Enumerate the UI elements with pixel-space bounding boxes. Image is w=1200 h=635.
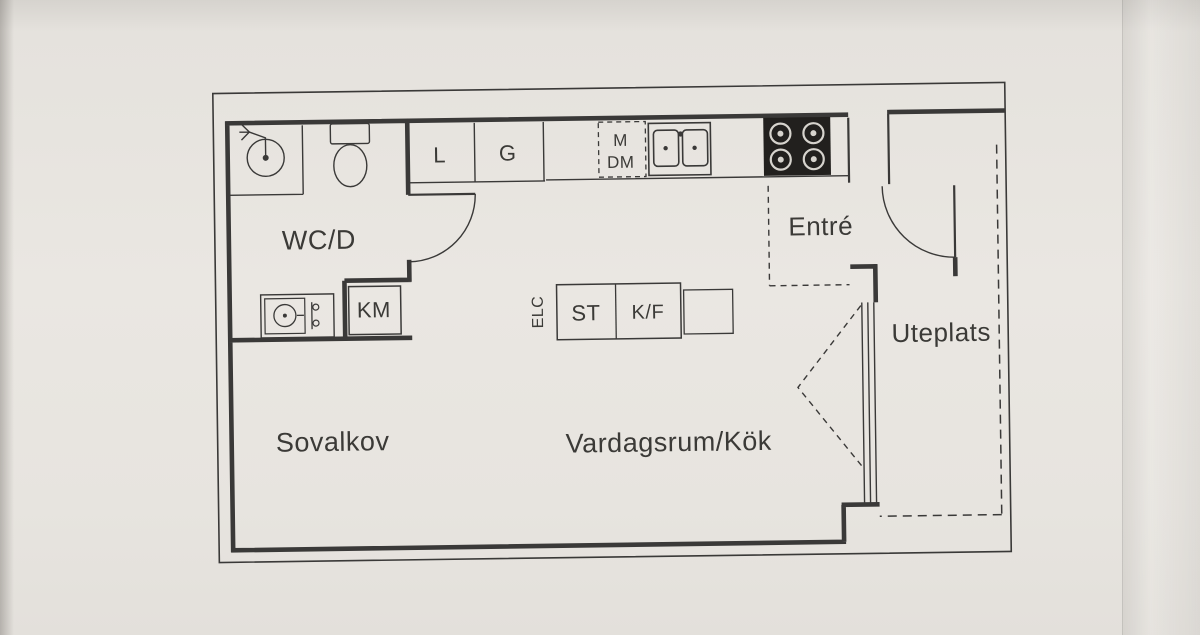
washing-machine-box xyxy=(347,285,402,336)
room-label-sovalkov: Sovalkov xyxy=(276,426,390,458)
glazed-wall-counters-door-arcs xyxy=(229,121,956,504)
dishwasher-micro-box xyxy=(597,120,647,178)
washbasin-icon xyxy=(259,293,335,339)
drawing-border xyxy=(211,81,1013,564)
toilet-icon xyxy=(329,122,371,188)
fixture-label-m: M xyxy=(613,131,628,150)
stove-icon xyxy=(763,116,831,176)
walls-thick xyxy=(224,108,1006,553)
walls-medium-and-door-leaves xyxy=(408,114,957,258)
fixture-label-l: L xyxy=(433,142,446,167)
room-label-wcd: WC/D xyxy=(282,225,356,256)
fixture-label-elc: ELC xyxy=(530,296,547,329)
uteplats-boundary xyxy=(879,144,1003,518)
entre-zone-and-balcony-door-swing xyxy=(767,185,864,468)
fixture-label-g: G xyxy=(499,140,517,165)
fixture-label-st: ST xyxy=(571,300,600,325)
fixture-label-dm: DM xyxy=(607,153,635,172)
kitchen-sink-icon xyxy=(647,121,712,177)
room-label-uteplats: Uteplats xyxy=(891,317,991,348)
island-st-kf xyxy=(555,282,734,341)
fixture-label-km: KM xyxy=(357,297,391,322)
shower-icon xyxy=(239,123,285,178)
room-label-entre: Entré xyxy=(788,211,853,242)
fixture-label-kf: K/F xyxy=(631,301,664,323)
room-label-vardagsrum-kok: Vardagsrum/Kök xyxy=(565,426,771,459)
